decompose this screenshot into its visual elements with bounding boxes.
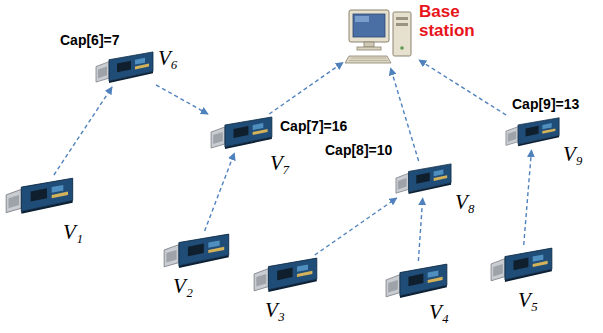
sensor-node: Cap[6]=7V₆ xyxy=(95,50,155,85)
node-label: V₂ xyxy=(173,274,193,298)
sensor-node: V₂ xyxy=(163,232,231,270)
capacity-label: Cap[7]=16 xyxy=(280,118,347,134)
sensor-node: Cap[7]=16V₇ xyxy=(210,115,274,151)
sensor-node: V₄ xyxy=(385,262,449,300)
data-link-arrow xyxy=(418,198,422,261)
sensor-node: V₅ xyxy=(490,246,554,284)
sensor-mote xyxy=(163,232,231,270)
data-link-arrow xyxy=(391,68,419,161)
sensor-mote xyxy=(5,176,75,216)
base-station: Base station xyxy=(345,6,417,66)
capacity-label: Cap[6]=7 xyxy=(60,32,120,48)
capacity-label: Cap[8]=10 xyxy=(325,142,392,158)
sensor-mote xyxy=(253,256,319,294)
sensor-node: V₃ xyxy=(253,256,319,294)
sensor-mote xyxy=(385,262,449,300)
data-link-arrow xyxy=(315,198,397,255)
data-link-arrow xyxy=(524,150,532,245)
sensor-node: V₁ xyxy=(5,176,75,216)
sensor-node: Cap[9]=13V₉ xyxy=(505,116,561,148)
node-label: V₄ xyxy=(429,300,449,324)
data-link-arrow xyxy=(269,63,343,115)
node-label: V₉ xyxy=(563,142,583,166)
node-label: V₃ xyxy=(265,298,285,322)
node-label: V₇ xyxy=(270,151,290,175)
node-label: V₆ xyxy=(158,46,178,70)
sensor-mote xyxy=(95,50,155,85)
computer-icon xyxy=(345,6,417,66)
station-label: Base station xyxy=(419,2,483,40)
data-link-arrow xyxy=(419,60,506,115)
node-label: V₅ xyxy=(518,288,538,312)
data-link-arrow xyxy=(54,87,112,175)
sensor-mote xyxy=(210,115,274,151)
data-link-arrow xyxy=(156,85,208,114)
sensor-mote xyxy=(505,116,561,148)
node-label: V₈ xyxy=(455,190,475,214)
data-link-arrow xyxy=(205,153,235,231)
sensor-mote xyxy=(490,246,554,284)
sensor-node: Cap[8]=10V₈ xyxy=(395,162,453,196)
node-label: V₁ xyxy=(63,220,83,244)
capacity-label: Cap[9]=13 xyxy=(512,96,579,112)
sensor-mote xyxy=(395,162,453,196)
